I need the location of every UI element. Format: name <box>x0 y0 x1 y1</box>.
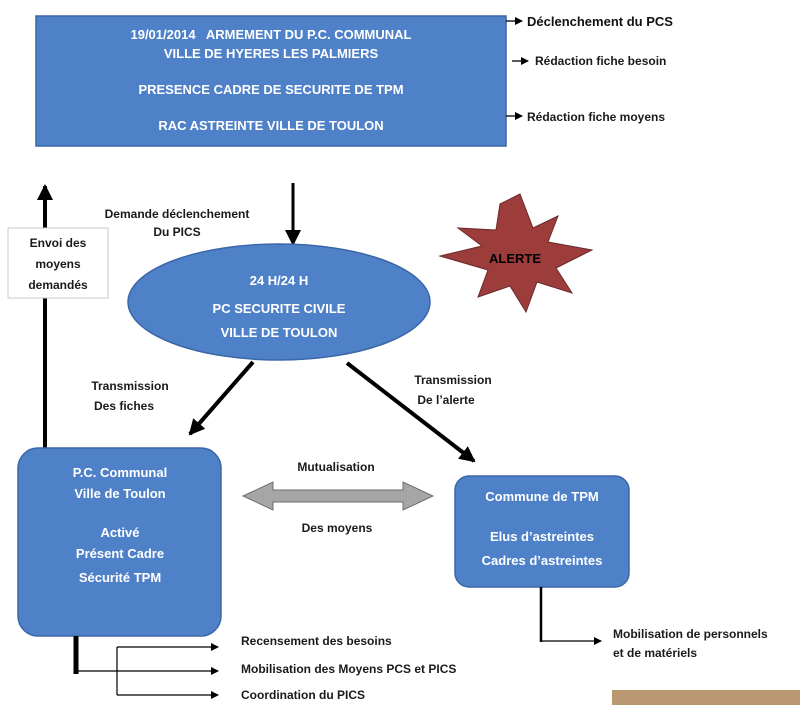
action-mobilisation-personnels-line2: et de matériels <box>613 646 697 660</box>
pc-communal-line5: Sécurité TPM <box>79 570 161 585</box>
top-box-line2: VILLE DE HYERES LES PALMIERS <box>164 46 379 61</box>
pc-securite-civile-ellipse <box>127 243 431 361</box>
action-fiche-besoin: Rédaction fiche besoin <box>535 54 666 68</box>
commune-tpm-line3: Cadres d’astreintes <box>482 553 603 568</box>
commune-tpm-line1: Commune de TPM <box>485 489 598 504</box>
action-declenchement-pcs: Déclenchement du PCS <box>527 14 673 29</box>
pc-communal-line4: Présent Cadre <box>76 546 164 561</box>
cropped-photo-strip <box>612 690 800 705</box>
transmission-alerte-line2: De l’alerte <box>417 393 475 407</box>
des-moyens-label: Des moyens <box>302 521 373 535</box>
transmission-fiches-line2: Des fiches <box>94 399 154 413</box>
top-box-line1: 19/01/2014 ARMEMENT DU P.C. COMMUNAL <box>130 27 411 42</box>
arrow-to-pc-communal <box>188 360 255 436</box>
commune-tpm-line2: Elus d’astreintes <box>490 529 594 544</box>
ellipse-line2: PC SECURITE CIVILE <box>213 301 346 316</box>
transmission-fiches-line1: Transmission <box>91 379 168 393</box>
action-fiche-moyens: Rédaction fiche moyens <box>527 110 665 124</box>
action-mobilisation-personnels-line1: Mobilisation de personnels <box>613 627 768 641</box>
envoi-line2: moyens <box>35 257 81 271</box>
ellipse-line3: VILLE DE TOULON <box>221 325 338 340</box>
mutualisation-label: Mutualisation <box>297 460 374 474</box>
arrow-to-commune-tpm <box>345 361 476 463</box>
alert-burst <box>438 193 594 314</box>
demand-label-line2: Du PICS <box>153 225 200 239</box>
action-coordination-pics: Coordination du PICS <box>241 688 365 702</box>
envoi-line3: demandés <box>28 278 88 292</box>
pc-communal-line2: Ville de Toulon <box>74 486 165 501</box>
envoi-box <box>7 227 109 299</box>
demand-label-line1: Demande déclenchement <box>105 207 250 221</box>
ellipse-line1: 24 H/24 H <box>250 273 309 288</box>
action-recensement: Recensement des besoins <box>241 634 392 648</box>
pc-communal-line3: Activé <box>100 525 139 540</box>
alert-label: ALERTE <box>489 251 541 266</box>
action-mobilisation-moyens: Mobilisation des Moyens PCS et PICS <box>241 662 456 676</box>
top-box-line4: RAC ASTREINTE VILLE DE TOULON <box>158 118 383 133</box>
top-box-line3: PRESENCE CADRE DE SECURITE DE TPM <box>138 82 403 97</box>
pc-communal-box <box>17 447 222 637</box>
pc-communal-line1: P.C. Communal <box>73 465 167 480</box>
transmission-alerte-line1: Transmission <box>414 373 491 387</box>
mutualisation-double-arrow <box>241 481 435 511</box>
top-box <box>35 15 507 147</box>
envoi-line1: Envoi des <box>30 236 87 250</box>
